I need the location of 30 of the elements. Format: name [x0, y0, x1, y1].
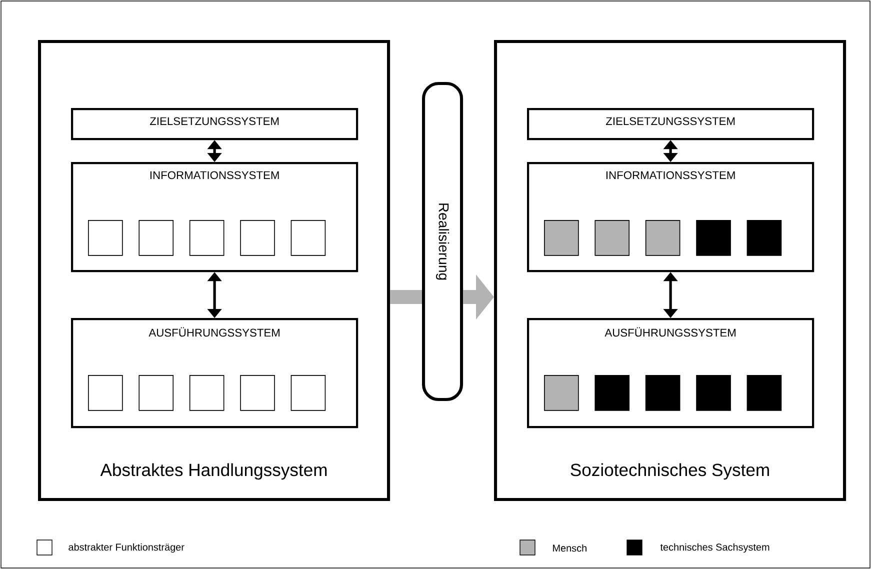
function-square [138, 220, 174, 256]
function-square [696, 375, 731, 411]
subsystem-box: ZIELSETZUNGSSYSTEM [71, 108, 358, 140]
function-square [138, 375, 174, 411]
function-square [594, 375, 630, 411]
function-square [240, 375, 275, 411]
function-square [746, 220, 782, 256]
function-square [594, 220, 630, 256]
function-square [189, 220, 224, 256]
process-pill: Realisierung [422, 82, 464, 402]
function-square [88, 375, 123, 411]
function-square [290, 375, 326, 411]
function-square [645, 220, 680, 256]
function-square [696, 220, 731, 256]
function-square [88, 220, 123, 256]
subsystem-box: AUSFÜHRUNGSSYSTEM [71, 318, 358, 428]
subsystem-box: AUSFÜHRUNGSSYSTEM [527, 318, 814, 428]
legend-label: technisches Sachsystem [660, 543, 770, 553]
function-square [240, 220, 275, 256]
legend-label: Mensch [553, 544, 586, 552]
subsystem-box: ZIELSETZUNGSSYSTEM [527, 108, 814, 140]
function-square [645, 375, 680, 411]
function-square [746, 375, 782, 411]
function-square [544, 220, 579, 256]
legend-label: abstrakter Funktionsträger [68, 543, 184, 553]
subsystem-box: INFORMATIONSSYSTEM [71, 162, 358, 272]
function-square [290, 220, 326, 256]
function-square [544, 375, 579, 411]
subsystem-box: INFORMATIONSSYSTEM [527, 162, 814, 272]
function-square [189, 375, 224, 411]
